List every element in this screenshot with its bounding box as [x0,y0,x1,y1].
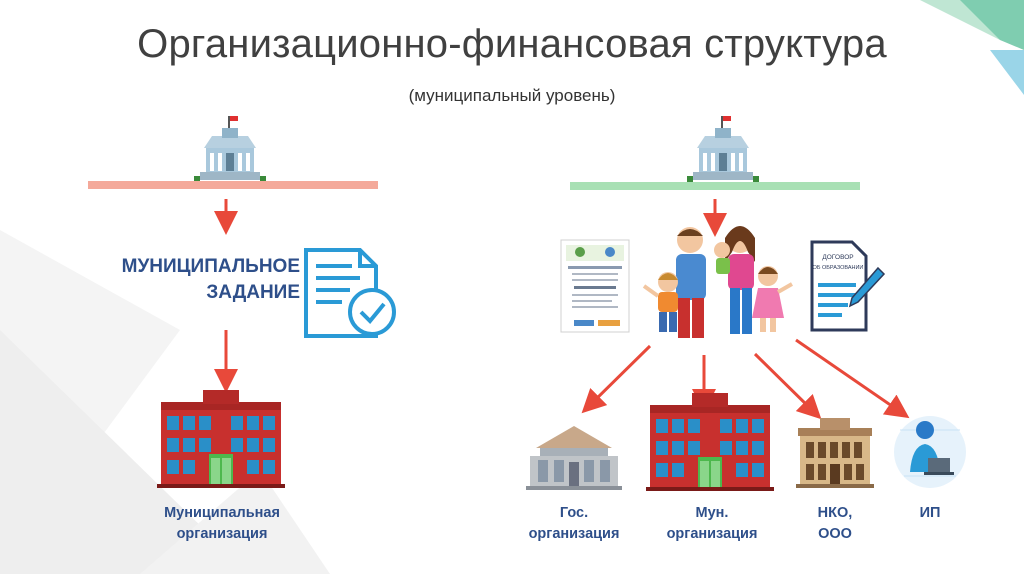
pen-icon [848,266,886,308]
caption-line2: организация [666,526,758,542]
municipal-task-line1: МУНИЦИПАЛЬНОЕ [121,256,300,277]
nko-caption: НКО, ООО [790,503,880,545]
municipal-task-line2: ЗАДАНИЕ [206,282,300,303]
right-government-building-icon [687,116,759,182]
municipal-task-label: МУНИЦИПАЛЬНОЕ ЗАДАНИЕ [60,254,300,306]
caption-line1: ИП [919,505,941,521]
family-illustration [642,226,793,338]
arrow-to-nko [753,352,822,420]
gov-organization-caption: Гос. организация [510,503,638,545]
municipal-organization-caption: Муниципальная организация [132,503,312,545]
left-government-building-icon [194,116,266,182]
right-bar [570,182,860,190]
entrepreneur-icon [894,416,966,488]
document-check-icon [304,248,396,338]
caption-line1: НКО, [817,505,853,521]
caption-line2: ООО [818,526,852,542]
contract-title-line1: ДОГОВОР [822,254,853,261]
caption-line1: Муниципальная [164,505,280,521]
caption-line2: организация [176,526,268,542]
page-title: Организационно-финансовая структура [137,22,887,66]
municipal-organization-building-icon [157,390,285,488]
arrow-to-gov-org [581,344,652,414]
ip-caption: ИП [900,503,960,524]
mun-organization-caption: Мун. организация [648,503,776,545]
state-organization-building-icon [526,426,622,490]
contract-title-line2: ОБ ОБРАЗОВАНИИ [813,265,864,271]
left-bar [88,181,378,189]
caption-line1: Гос. [559,505,589,521]
certificate-document-icon [560,239,630,333]
caption-line1: Мун. [695,505,729,521]
page-subtitle: (муниципальный уровень) [408,86,616,105]
caption-line2: организация [528,526,620,542]
nko-building-icon [796,418,874,488]
municipal-organization-building-icon-right [646,393,774,491]
contract-document-icon [810,240,886,332]
arrow-to-ip [795,338,910,419]
